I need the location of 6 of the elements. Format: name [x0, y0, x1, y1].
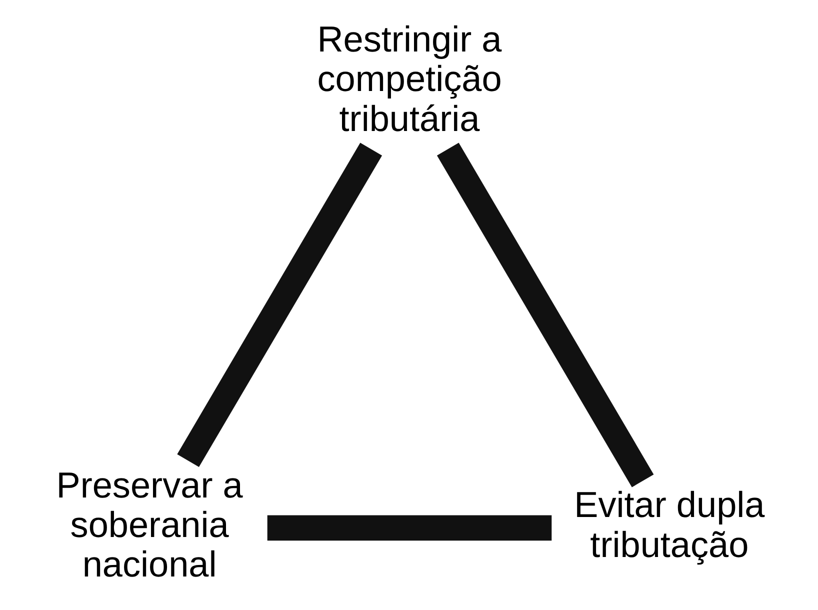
node-text: Restringir a competição tributária	[316, 18, 502, 139]
connector	[176, 142, 382, 468]
connector	[436, 142, 654, 488]
node-text: Preservar a soberania nacional	[56, 464, 242, 585]
connector	[266, 515, 552, 541]
node-text: Evitar dupla tributação	[574, 484, 764, 565]
